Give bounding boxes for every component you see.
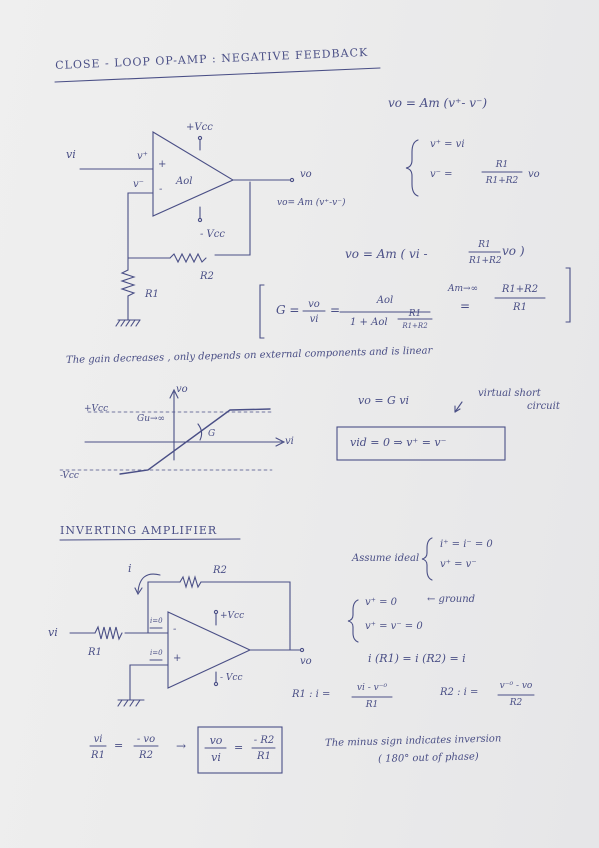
vi-label: vi	[66, 148, 76, 161]
transfer-graph	[59, 388, 286, 475]
opamp-1	[79, 131, 295, 327]
result-den-r1: R1	[257, 751, 271, 762]
system-eq-2-num: R1	[495, 160, 509, 170]
circuit-label: circuit	[527, 401, 560, 412]
vplus-label: v⁺	[137, 151, 148, 162]
gain-g: G =	[276, 303, 300, 317]
system-eq-2-rhs: vo	[528, 169, 540, 180]
section-title-inverting: INVERTING AMPLIFIER	[60, 524, 218, 537]
eq2-num: R1	[478, 240, 491, 250]
graph-vo-label: vo	[176, 384, 188, 395]
gain-num-aol: Aol	[376, 295, 394, 306]
graph-slope-label: Gu→∞	[137, 414, 166, 424]
inv-system-eq-2: v⁺ = v⁻ = 0	[365, 621, 423, 632]
eq2-den: R1+R2	[469, 256, 502, 266]
system-eq-2-den: R1+R2	[485, 176, 519, 186]
ratio-arrow: →	[176, 739, 187, 753]
brace-1	[405, 139, 419, 197]
gain-num-r1r2: R1+R2	[501, 284, 539, 295]
result-den-vi: vi	[211, 751, 221, 764]
gain-den-frac-num: R1	[408, 309, 422, 319]
plus-sign: +	[158, 159, 167, 170]
ratio-num-minus-vo: - vo	[136, 734, 156, 745]
gain-den-r1: R1	[513, 302, 527, 313]
ratio-den-r2: R2	[139, 750, 153, 761]
gain-den-vi: vi	[309, 314, 319, 325]
virtual-short-box	[336, 426, 506, 461]
assume-ideal-label: Assume ideal	[352, 553, 420, 564]
r2-label: R2	[200, 271, 214, 282]
vcc-negative-label: - Vcc	[200, 229, 225, 240]
r2-current-num: v⁻⁰ - vo	[499, 681, 533, 691]
eq2-rhs: vo )	[502, 244, 525, 258]
system-eq-2-lhs: v⁻ =	[430, 169, 453, 180]
gain-den-frac-den: R1+R2	[402, 322, 428, 330]
gain-den-1plusaol: 1 + Aol	[350, 317, 388, 328]
gain-bracket-left	[259, 284, 265, 339]
r2-current-den: R2	[509, 698, 523, 708]
graph-g-label: G	[208, 429, 216, 439]
r1-current-lhs: R1 : i =	[292, 689, 331, 700]
vo-equation-small: vo= Am (v⁺-v⁻)	[277, 198, 346, 208]
vo-label: vo	[300, 169, 312, 180]
r1-current-num: vi - v⁻⁰	[356, 683, 388, 693]
vminus-label: v⁻	[133, 179, 144, 190]
virtual-short-label: virtual short	[478, 388, 541, 399]
current-i-label: i	[128, 562, 132, 575]
inv-i-plus-zero: i=0	[150, 649, 163, 657]
result-equals: =	[234, 741, 244, 754]
minus-sign: -	[159, 184, 163, 195]
result-num-minus-r2: - R2	[253, 735, 275, 746]
result-num-vo: vo	[209, 734, 223, 747]
vcc-positive-label: +Vcc	[186, 122, 213, 133]
inv-system-eq-1: v⁺ = 0	[365, 597, 398, 608]
virtual-short-equation: vid = 0 ⇒ v⁺ = v⁻	[350, 436, 447, 449]
r1-current-den: R1	[365, 700, 379, 710]
gain-bracket-right	[565, 267, 571, 323]
ratio-equals: =	[114, 739, 124, 752]
ideal-eq-2: v⁺ = v⁻	[440, 559, 477, 570]
eq-vo-am: vo = Am (v⁺- v⁻)	[388, 96, 488, 110]
ratio-num-vi: vi	[93, 734, 103, 745]
ideal-eq-1: i⁺ = i⁻ = 0	[440, 539, 493, 550]
aol-label: Aol	[176, 176, 193, 187]
limit-label: Am→∞	[448, 284, 479, 294]
graph-vi-label: vi	[285, 436, 294, 447]
gain-equals-1: =	[330, 303, 341, 317]
inv-plus-sign: +	[173, 653, 182, 664]
inv-vcc-pos: +Vcc	[220, 611, 245, 621]
eq2-lhs: vo = Am ( vi -	[345, 247, 428, 261]
current-equality: i (R1) = i (R2) = i	[368, 652, 466, 665]
inv-r2-label: R2	[213, 565, 227, 576]
result-box	[197, 726, 283, 774]
ground-note: ← ground	[427, 594, 476, 605]
ratio-den-r1: R1	[91, 750, 105, 761]
inv-vo-label: vo	[300, 656, 312, 667]
inv-vi-label: vi	[48, 626, 58, 639]
graph-vcc-pos: +Vcc	[84, 404, 109, 414]
system-eq-1: v⁺ = vi	[430, 139, 465, 150]
inv-vcc-neg: - Vcc	[220, 673, 243, 683]
gain-equals-2: =	[460, 299, 471, 313]
r2-current-lhs: R2 : i =	[440, 687, 479, 698]
inv-minus-sign: -	[173, 624, 177, 635]
title-underline	[54, 67, 381, 83]
eq-vo-gvi: vo = G vi	[358, 394, 410, 407]
gain-num-vo: vo	[308, 299, 320, 310]
inv-r1-label: R1	[88, 647, 102, 658]
opamp-2	[69, 573, 305, 707]
inv-i-minus-zero: i=0	[150, 617, 163, 625]
graph-vcc-neg: -Vcc	[60, 471, 79, 481]
r1-label: R1	[145, 289, 159, 300]
